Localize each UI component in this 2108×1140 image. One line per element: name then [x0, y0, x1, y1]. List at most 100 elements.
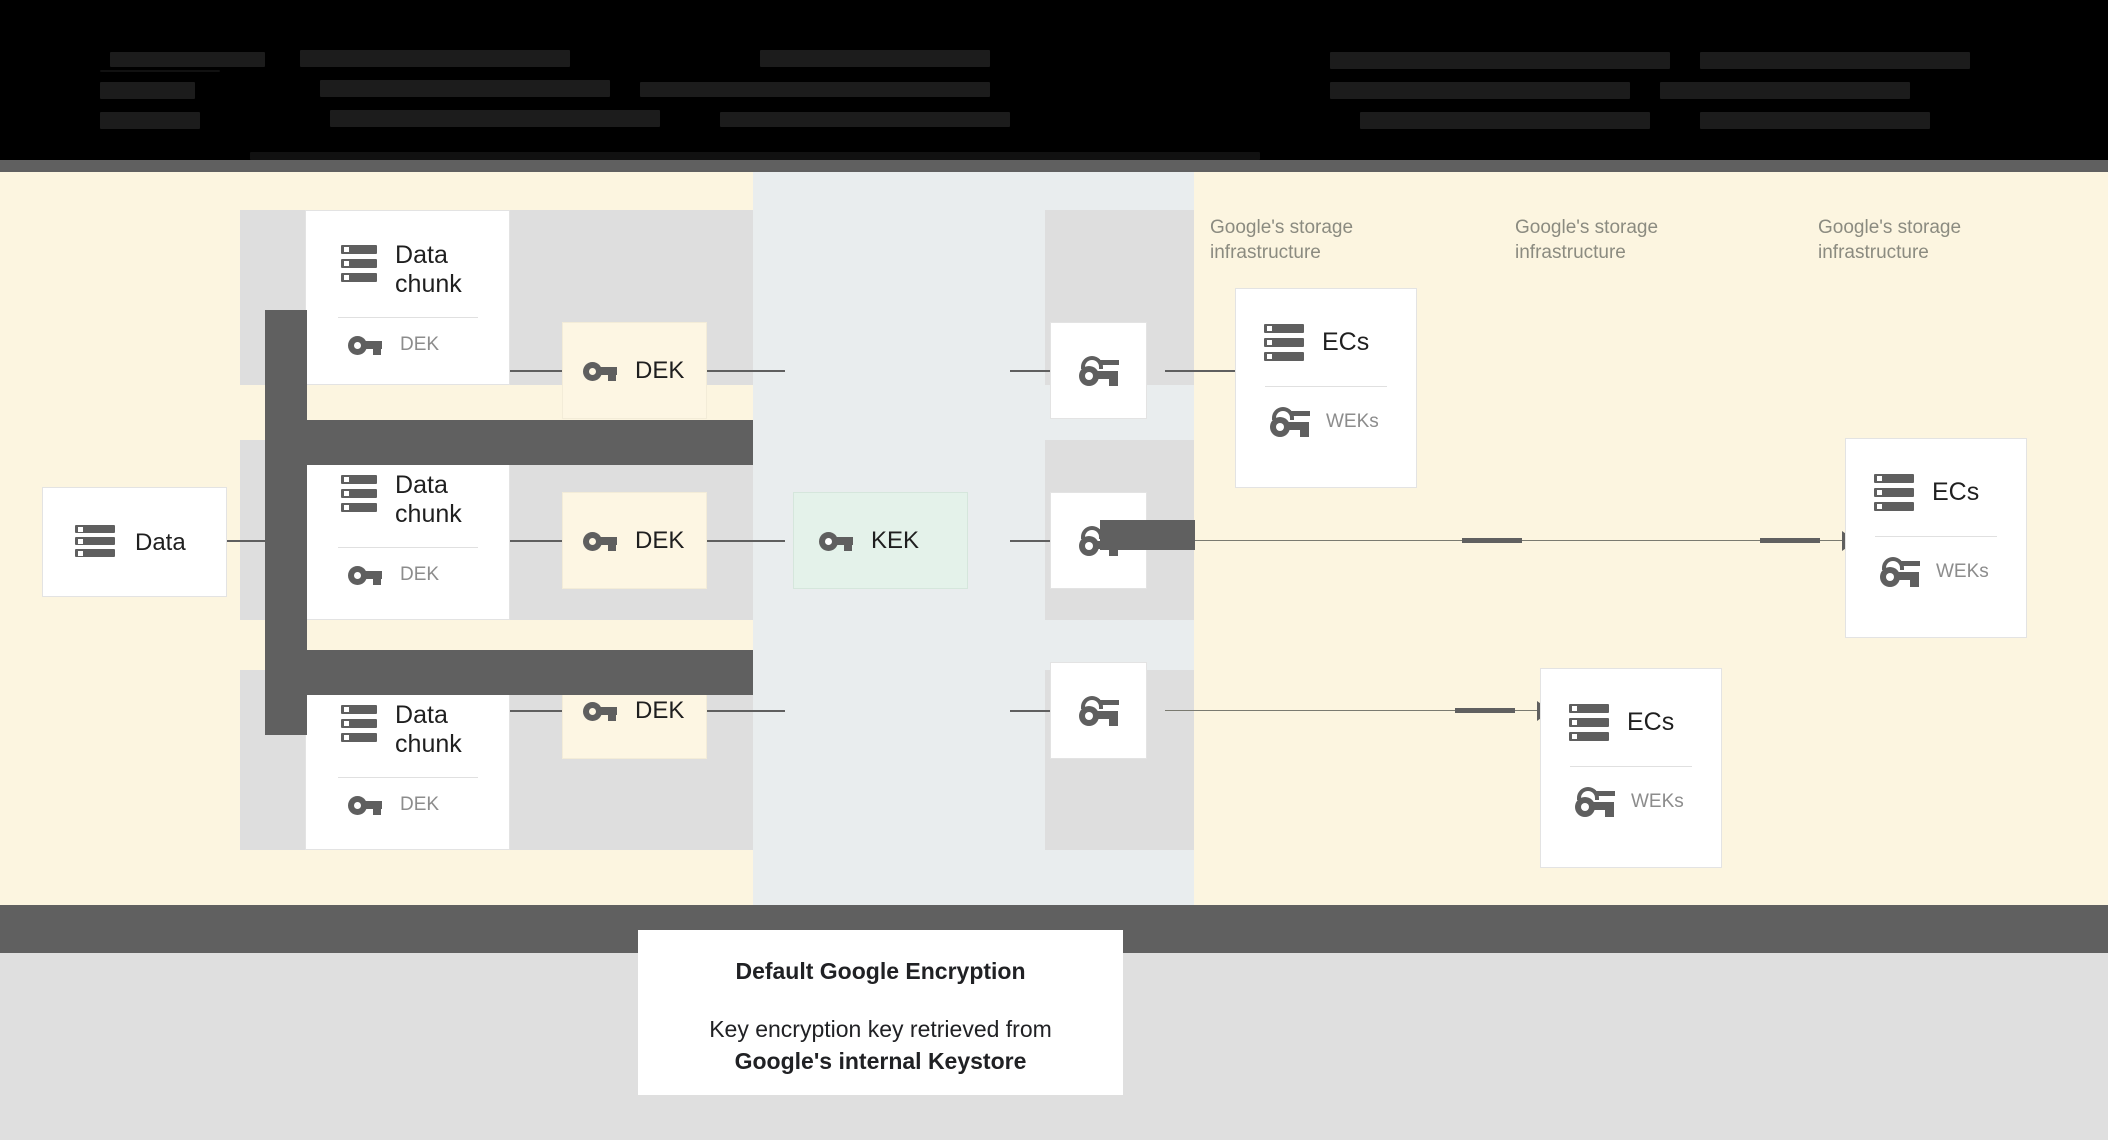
caption-body: Key encryption key retrieved from Google… — [638, 1013, 1123, 1077]
caption-line2: Google's internal Keystore — [734, 1048, 1027, 1074]
data-chunk-card-3[interactable]: Data chunk DEK — [305, 670, 510, 850]
kek-label: KEK — [871, 526, 920, 554]
redaction-mask-arrow2 — [1462, 538, 1522, 543]
redaction-mask-arrow4 — [1455, 708, 1515, 713]
redacted-text-1 — [110, 52, 265, 67]
redacted-text-7 — [320, 80, 610, 97]
card-divider — [1570, 766, 1692, 767]
dek-box-2[interactable]: DEK — [562, 492, 707, 589]
redacted-text-9 — [1330, 82, 1630, 99]
redaction-mask-arrow3 — [1760, 538, 1820, 543]
chunk-title-2: Data chunk — [395, 471, 462, 528]
connector-dek3-out — [705, 710, 785, 712]
obscured-header-band — [0, 0, 2108, 160]
data-chunk-card-2[interactable]: Data chunk DEK — [305, 440, 510, 620]
server-stack-icon — [1569, 704, 1609, 741]
chunk-title-3: Data chunk — [395, 701, 462, 758]
ec-card-3[interactable]: ECs WEKs — [1540, 668, 1722, 868]
connector-chunk1-dek — [505, 370, 585, 372]
wrapped-key-icon — [1880, 557, 1920, 587]
connector-dek2-out — [705, 540, 785, 542]
chunk-title-1: Data chunk — [395, 241, 462, 298]
redacted-text-3 — [760, 50, 990, 67]
wrapped-key-box-3[interactable] — [1050, 662, 1147, 759]
redacted-strip — [250, 152, 1260, 160]
caption-title: Default Google Encryption — [735, 958, 1026, 984]
ec-title-2: ECs — [1932, 478, 1980, 506]
caption-line1: Key encryption key retrieved from — [709, 1016, 1052, 1042]
infra-label-1: Google's storage infrastructure — [1210, 217, 1354, 263]
key-icon — [348, 564, 382, 586]
ec-key-label-3: WEKs — [1631, 791, 1684, 812]
redaction-mask-row1 — [265, 420, 753, 465]
server-stack-icon — [1874, 474, 1914, 511]
dek-label-3: DEK — [635, 696, 685, 724]
ec-title-3: ECs — [1627, 708, 1675, 736]
redacted-text-2 — [300, 50, 570, 67]
dek-box-1[interactable]: DEK — [562, 322, 707, 419]
wrapped-key-icon — [1575, 787, 1615, 817]
card-divider — [1875, 536, 1997, 537]
infra-label-3: Google's storage infrastructure — [1818, 217, 1962, 263]
server-stack-icon — [341, 475, 378, 512]
connector-dek1-out — [705, 370, 785, 372]
redacted-text-4 — [1330, 52, 1670, 69]
redaction-mask-top — [0, 160, 2108, 172]
redaction-mask-row2 — [265, 650, 753, 695]
ec-title-1: ECs — [1322, 328, 1370, 356]
connector-chunk2-dek — [505, 540, 585, 542]
redacted-text-15 — [1700, 112, 1930, 129]
key-icon — [348, 794, 382, 816]
ec-card-1[interactable]: ECs WEKs — [1235, 288, 1417, 488]
redacted-text-12 — [330, 110, 660, 127]
card-divider — [337, 317, 478, 318]
diagram-canvas: Data Data chunk DEK Data chunk DEK Data … — [0, 160, 2108, 1140]
chunk-key-label-1: DEK — [400, 334, 440, 355]
ec-card-2[interactable]: ECs WEKs — [1845, 438, 2027, 638]
server-stack-icon — [1264, 324, 1304, 361]
chunk-key-label-2: DEK — [400, 564, 440, 585]
key-icon — [819, 530, 853, 552]
ec-key-label-1: WEKs — [1326, 411, 1379, 432]
card-divider — [1265, 386, 1387, 387]
server-stack-icon — [75, 525, 115, 561]
kek-box[interactable]: KEK — [793, 492, 968, 589]
wrapped-key-icon — [1270, 407, 1310, 437]
redacted-text-10 — [1660, 82, 1910, 99]
data-source-label: Data — [135, 529, 186, 556]
redacted-text-13 — [720, 112, 1010, 127]
data-chunk-card-1[interactable]: Data chunk DEK — [305, 210, 510, 385]
connector-wk3-in — [1010, 710, 1050, 712]
redacted-text-11 — [100, 112, 200, 129]
dek-label-1: DEK — [635, 356, 685, 384]
redacted-text-14 — [1360, 112, 1650, 129]
arrow-row3-line — [1165, 710, 1540, 711]
connector-wk1-in — [1010, 370, 1050, 372]
redacted-text-6 — [100, 82, 195, 99]
server-stack-icon — [341, 245, 378, 282]
redaction-mask-bottom-notch — [870, 905, 1000, 917]
card-divider — [337, 777, 478, 778]
connector-chunk3-dek — [505, 710, 585, 712]
redacted-text-8 — [640, 82, 990, 97]
chunk-key-label-3: DEK — [400, 794, 440, 815]
key-icon — [348, 334, 382, 356]
dek-label-2: DEK — [635, 526, 685, 554]
server-stack-icon — [341, 705, 378, 742]
wrapped-key-icon — [1078, 695, 1119, 726]
key-icon — [583, 700, 617, 722]
arrow-row1-line — [1165, 370, 1260, 372]
key-icon — [583, 360, 617, 382]
wrapped-key-box-1[interactable] — [1050, 322, 1147, 419]
card-divider — [337, 547, 478, 548]
data-source-card[interactable]: Data — [42, 487, 227, 597]
redaction-mask-arrow1 — [1100, 520, 1195, 550]
wrapped-key-icon — [1078, 355, 1119, 386]
redacted-text-5 — [1700, 52, 1970, 69]
connector-wk2-in — [1010, 540, 1050, 542]
infra-label-2: Google's storage infrastructure — [1515, 217, 1659, 263]
key-icon — [583, 530, 617, 552]
caption-card: Default Google Encryption Key encryption… — [638, 930, 1123, 1095]
redacted-rule-1 — [100, 70, 220, 72]
ec-key-label-2: WEKs — [1936, 561, 1989, 582]
